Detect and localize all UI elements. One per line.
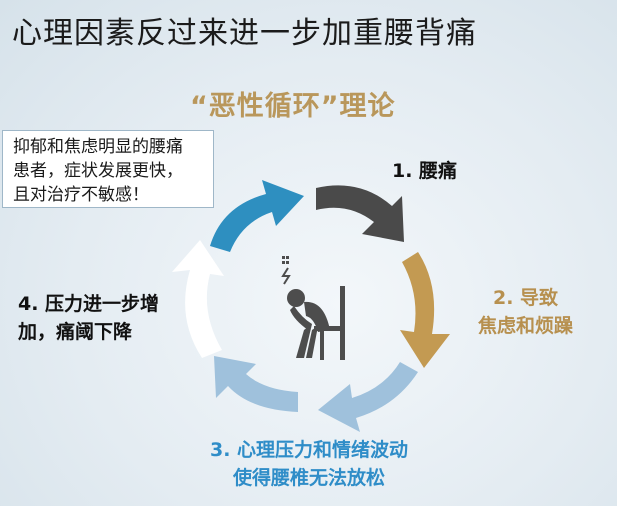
step-2-label: 2. 导致 焦虑和烦躁 [478, 284, 573, 340]
step-3-line: 使得腰椎无法放松 [233, 467, 386, 489]
step-3-label: 3. 心理压力和情绪波动 使得腰椎无法放松 [210, 436, 408, 492]
step-4-line: 加，痛阈下降 [18, 321, 133, 343]
cycle-arrow-step1 [316, 185, 404, 242]
note-line: 且对治疗不敏感！ [13, 185, 149, 205]
step-4-label: 4. 压力进一步增 加，痛阈下降 [18, 290, 159, 346]
cycle-arrow-step3a [318, 362, 418, 432]
cycle-arrow-step2 [400, 252, 450, 368]
diagram-subtitle: “恶性循环”理论 [190, 91, 396, 122]
cycle-arrow-step4 [172, 240, 224, 358]
step-1-label: 1. 腰痛 [392, 157, 457, 185]
cycle-arrow-blue [210, 180, 304, 252]
page-title: 心理因素反过来进一步加重腰背痛 [12, 16, 477, 51]
step-2-line: 2. 导致 [492, 287, 559, 309]
step-2-line: 焦虑和烦躁 [478, 315, 574, 337]
note-line: 抑郁和焦虑明显的腰痛 [13, 137, 183, 157]
note-line: 患者，症状发展更快， [13, 161, 183, 181]
step-3-line: 3. 心理压力和情绪波动 [210, 439, 409, 461]
note-box: 抑郁和焦虑明显的腰痛 患者，症状发展更快， 且对治疗不敏感！ [2, 130, 214, 208]
step-4-line: 4. 压力进一步增 [18, 293, 160, 315]
step-1-line: 1. 腰痛 [392, 160, 458, 182]
cycle-arrow-step3b [214, 356, 298, 412]
person-sitting-in-pain-icon [281, 256, 345, 360]
